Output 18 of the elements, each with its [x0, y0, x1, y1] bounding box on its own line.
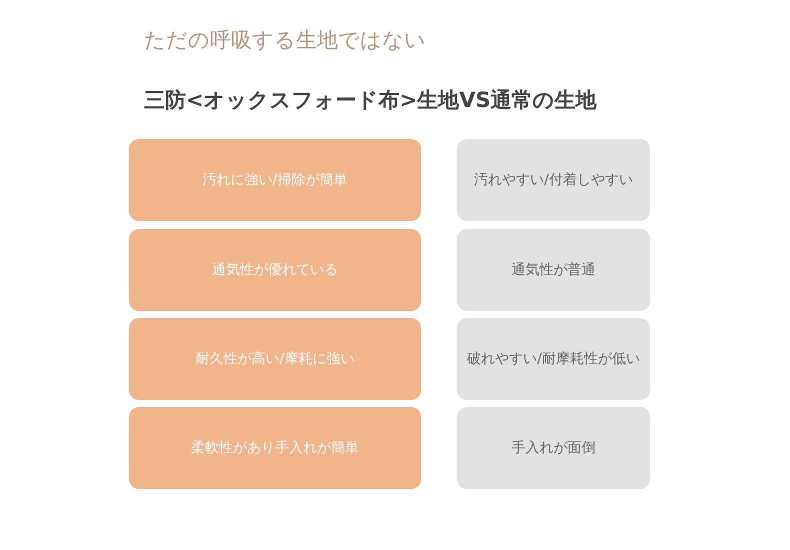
drawback-text: 破れやすい/耐摩耗性が低い [467, 350, 640, 368]
drawback-text: 手入れが面倒 [512, 439, 596, 457]
advantage-text: 耐久性が高い/摩耗に強い [196, 350, 354, 368]
drawback-text: 汚れやすい/付着しやすい [474, 171, 633, 189]
advantage-card [129, 229, 421, 311]
advantage-text: 柔軟性があり手入れが簡単 [191, 439, 359, 457]
drawback-text: 通気性が普通 [512, 261, 596, 279]
drawback-card [457, 407, 650, 489]
advantage-card [129, 139, 421, 221]
advantage-text: 汚れに強い/掃除が簡単 [202, 171, 348, 189]
comparison-title: 三防<オックスフォード布>生地VS通常の生地 [144, 87, 597, 114]
advantage-card [129, 407, 421, 489]
drawback-card [457, 139, 650, 221]
advantage-card [129, 318, 421, 400]
advantage-text: 通気性が優れている [212, 261, 338, 279]
drawback-card [457, 318, 650, 400]
tagline-text: ただの呼吸する生地ではない [144, 27, 426, 54]
drawback-card [457, 229, 650, 311]
